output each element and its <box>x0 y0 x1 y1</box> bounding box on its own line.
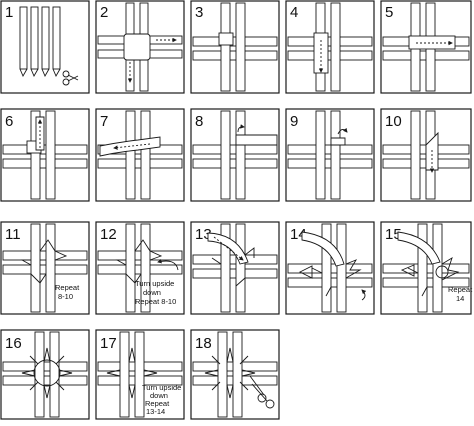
step-note-line: 8-10 <box>58 292 73 301</box>
step-panel-15: 15 Repeat 14 <box>380 221 473 315</box>
step-panel-5: 5 <box>380 0 472 94</box>
step-number: 6 <box>5 113 13 130</box>
step-panel-17: 17 Turn upside down Repeat 13-14 <box>95 329 185 420</box>
step-panel-1: 1 <box>0 0 90 94</box>
step-number: 12 <box>100 226 117 243</box>
step-number: 8 <box>195 113 203 130</box>
scissors-icon <box>249 375 275 409</box>
step-number: 18 <box>195 335 212 352</box>
step-note-line: down <box>143 288 161 297</box>
step-number: 3 <box>195 4 203 21</box>
step-panel-7: 7 <box>95 108 185 202</box>
step-number: 1 <box>5 4 13 21</box>
step-panel-12: 12 Turn upside down Repeat 8-10 <box>95 221 185 315</box>
step-panel-8: 8 <box>190 108 280 202</box>
step-note-line: 13-14 <box>146 407 165 416</box>
step-number: 10 <box>385 113 402 130</box>
step-panel-11: 11 Repeat 8-10 <box>0 221 90 315</box>
step-panel-14: 14 <box>285 221 375 315</box>
step-number: 2 <box>100 4 108 21</box>
paper-strips <box>19 6 61 78</box>
step-panel-13: 13 <box>190 221 280 315</box>
step-number: 7 <box>100 113 108 130</box>
step-note-line: Repeat <box>55 283 80 292</box>
step-note-line: Repeat <box>145 399 170 408</box>
step-number: 5 <box>385 4 393 21</box>
step-note-line: down <box>150 391 168 400</box>
step-panel-18: 18 <box>190 329 280 420</box>
step-number: 16 <box>5 335 22 352</box>
step-panel-6: 6 <box>0 108 90 202</box>
step-panel-9: 9 <box>285 108 375 202</box>
step-note-line: Repeat <box>448 285 473 294</box>
step-number: 15 <box>385 226 402 243</box>
step-number: 4 <box>290 4 298 21</box>
step-panel-10: 10 <box>380 108 472 202</box>
step-panel-4: 4 <box>285 0 375 94</box>
step-note-line: Turn upside <box>142 383 181 392</box>
step-panel-16: 16 <box>0 329 90 420</box>
step-number: 17 <box>100 335 117 352</box>
step-panel-3: 3 <box>190 0 280 94</box>
step-number: 9 <box>290 113 298 130</box>
step-number: 11 <box>5 226 21 243</box>
scissors-icon <box>62 70 79 86</box>
step-panel-2: 2 <box>95 0 185 94</box>
step-note-line: Repeat 8-10 <box>135 297 176 306</box>
step-number: 13 <box>195 226 212 243</box>
step-note-line: Turn upside <box>135 279 174 288</box>
step-note-line: 14 <box>456 294 464 303</box>
